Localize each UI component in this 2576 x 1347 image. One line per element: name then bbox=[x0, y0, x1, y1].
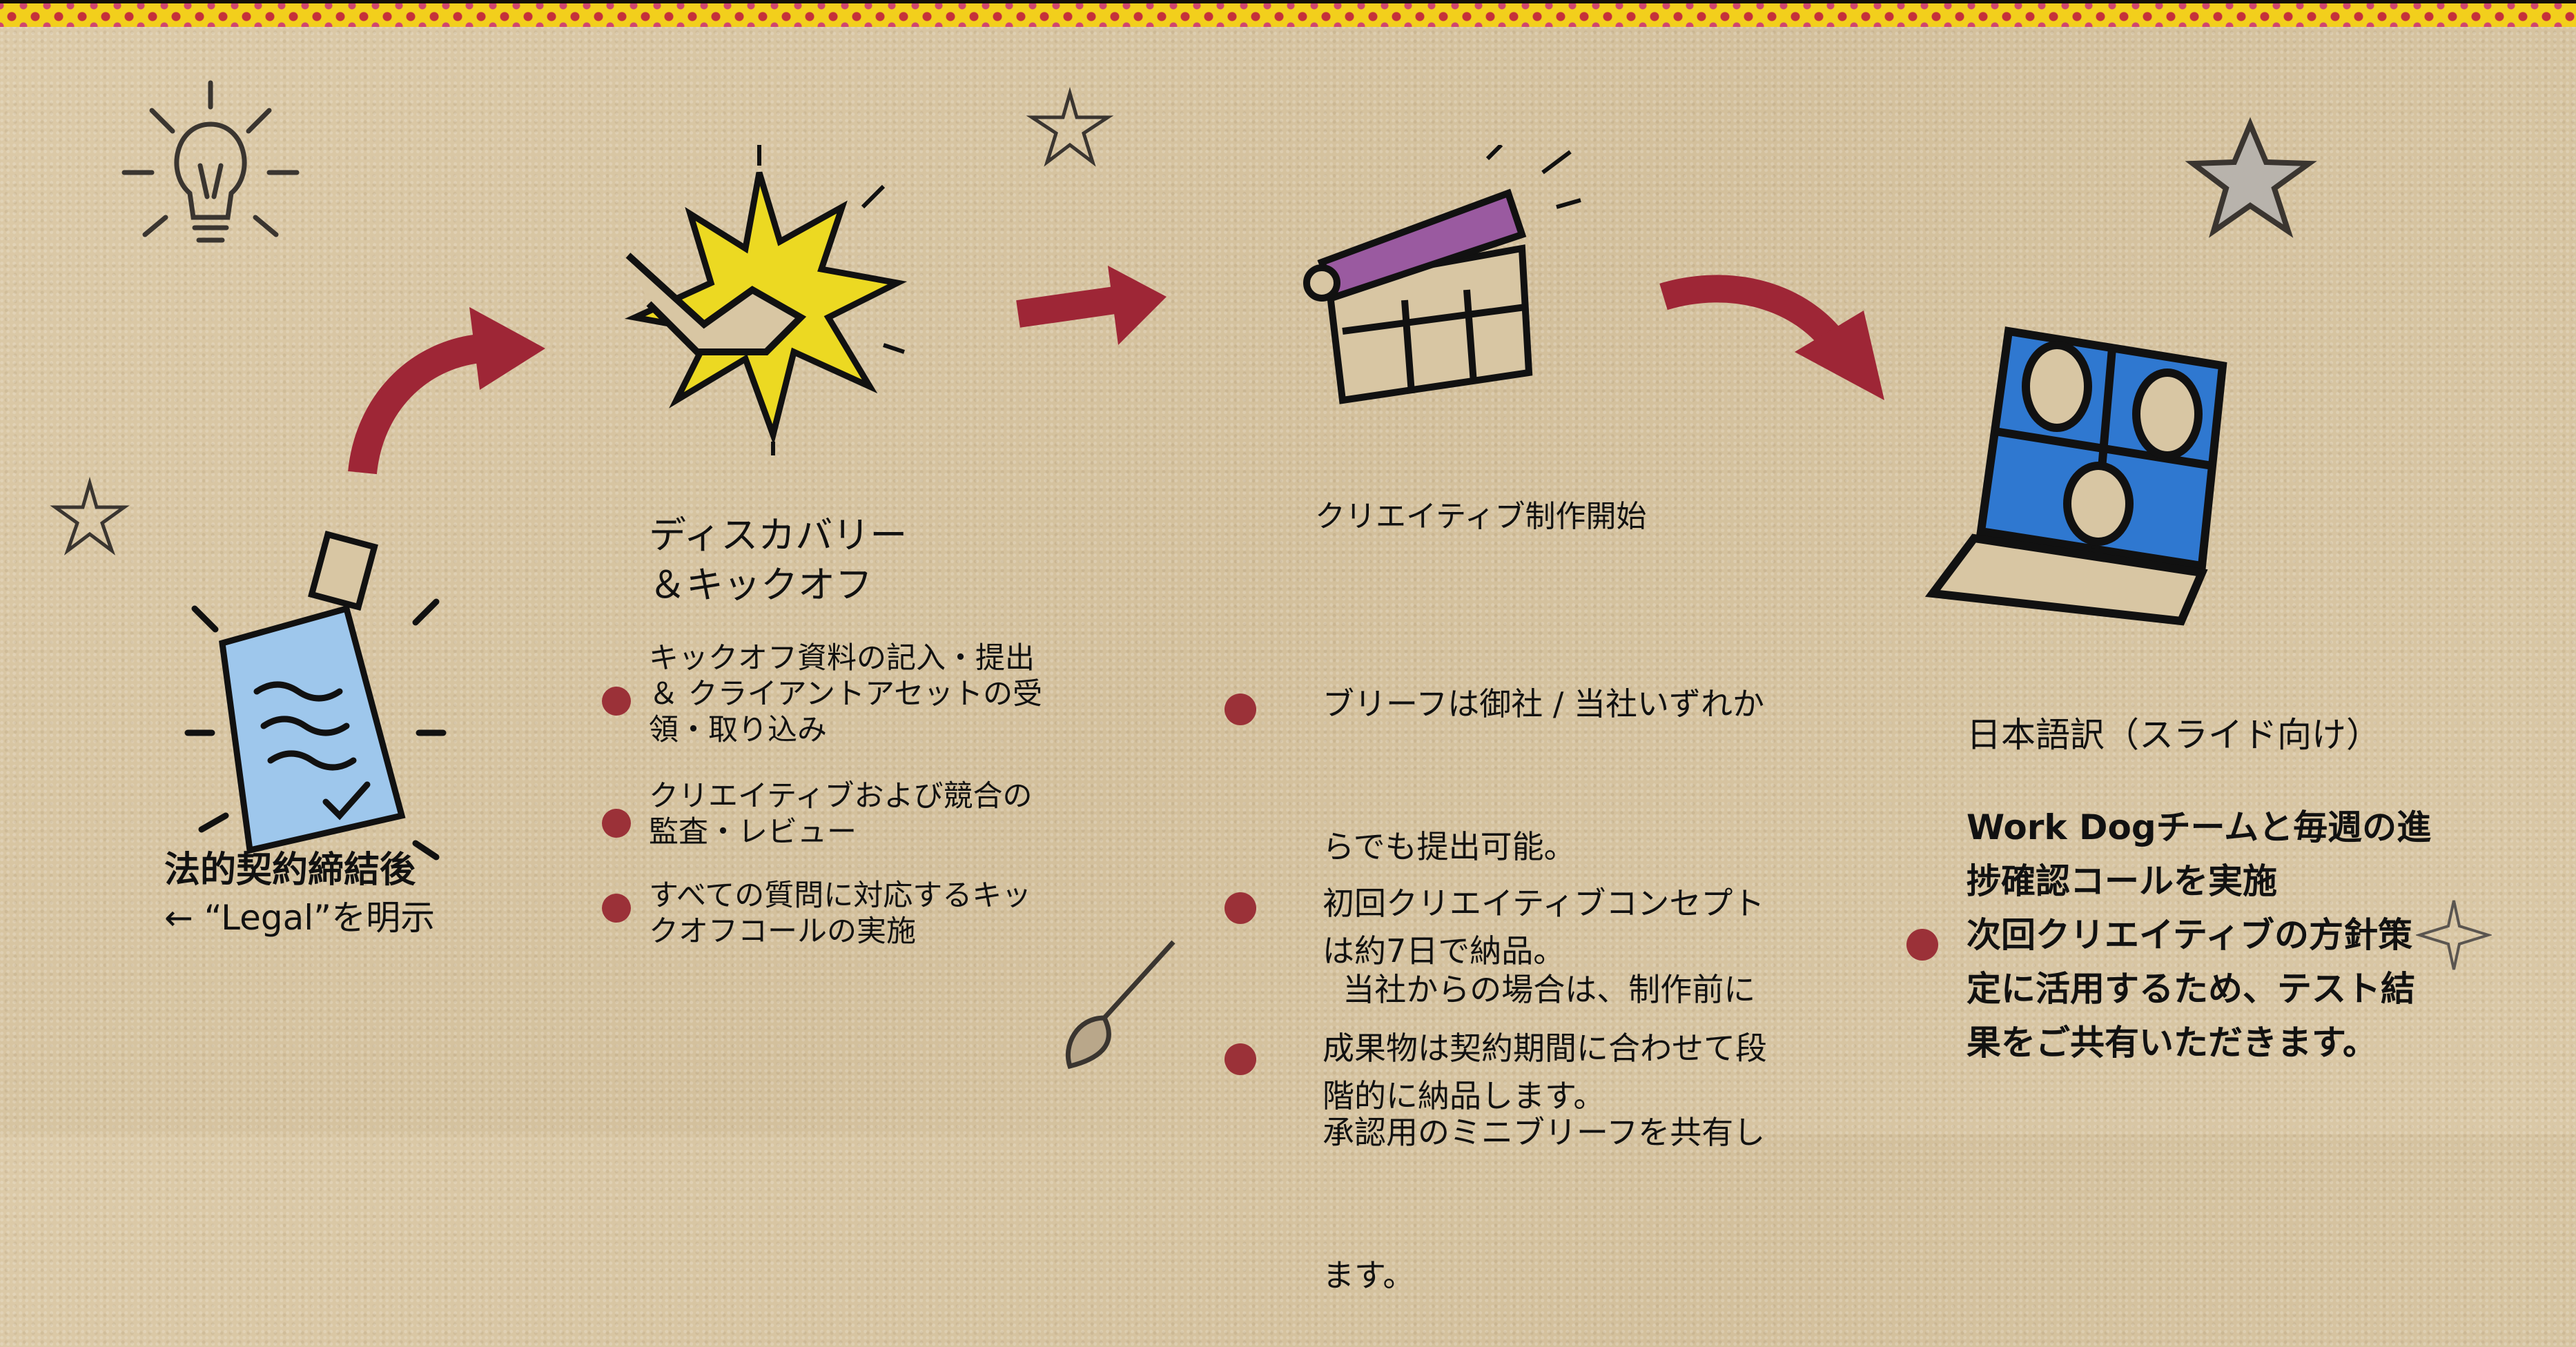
star-icon bbox=[2185, 117, 2317, 238]
bullet-line: 初回クリエイティブコンセプト bbox=[1323, 885, 1765, 922]
bullet-line: 当社からの場合は、制作前に bbox=[1323, 971, 1756, 1008]
step-legal-subtitle: ← “Legal”を明示 bbox=[164, 898, 436, 938]
bullet-dot bbox=[602, 687, 631, 716]
step-creative-title: クリエイティブ制作開始 bbox=[1315, 499, 1647, 534]
creative-bullet-2: 初回クリエイティブコンセプト は約7日で納品。 bbox=[1323, 880, 1764, 975]
bullet-line: らでも提出可能。 bbox=[1323, 828, 1576, 865]
bullet-line: ＆ クライアントアセットの受 bbox=[649, 677, 1043, 711]
bullet-dot bbox=[1906, 929, 1938, 961]
bullet-dot bbox=[1224, 1043, 1256, 1075]
lightbulb-icon bbox=[121, 80, 300, 243]
bullet-line: すべての質問に対応するキッ bbox=[649, 878, 1032, 913]
bullet-line: ブリーフは御社 / 当社いずれか bbox=[1323, 685, 1764, 722]
bullet-line: クリエイティブおよび競合の bbox=[649, 779, 1033, 814]
step-discovery-title: ディスカバリー ＆キックオフ bbox=[649, 511, 907, 610]
title-line: ディスカバリー bbox=[649, 513, 908, 557]
laptop-video-call-icon bbox=[1924, 326, 2227, 626]
curved-arrow-icon bbox=[348, 307, 545, 475]
creative-bullet-3: 成果物は契約期間に合わせて段 階的に納品します。 bbox=[1323, 1025, 1767, 1120]
bullet-dot bbox=[602, 809, 631, 838]
bullet-line: 領・取り込み bbox=[649, 713, 827, 747]
curved-arrow-icon bbox=[1659, 275, 1884, 400]
bullet-line: 監査・レビュー bbox=[649, 815, 857, 849]
discovery-bullet-2: クリエイティブおよび競合の 監査・レビュー bbox=[649, 778, 1033, 850]
sparkle-star-icon bbox=[1026, 86, 1114, 167]
body-line: Work Dogチームと毎週の進 bbox=[1967, 807, 2432, 847]
body-line: 捗確認コールを実施 bbox=[1967, 861, 2277, 901]
bullet-dot bbox=[1224, 694, 1256, 725]
step-legal-title: 法的契約締結後 bbox=[164, 849, 416, 891]
body-line: 果をご共有いただきます。 bbox=[1967, 1023, 2377, 1063]
contract-document-icon bbox=[184, 530, 447, 861]
translation-body: Work Dogチームと毎週の進 捗確認コールを実施 次回クリエイティブの方針策… bbox=[1967, 800, 2431, 1070]
body-line: 定に活用するため、テスト結 bbox=[1967, 969, 2415, 1009]
bullet-line: ます。 bbox=[1323, 1257, 1415, 1294]
bullet-line: キックオフ資料の記入・提出 bbox=[649, 641, 1035, 676]
handshake-burst-icon bbox=[625, 145, 908, 455]
sparkle-star-icon bbox=[2416, 900, 2492, 970]
bullet-line: は約7日で納品。 bbox=[1323, 932, 1565, 970]
bullet-dot bbox=[1224, 892, 1256, 924]
bullet-line: 階的に納品します。 bbox=[1323, 1077, 1606, 1114]
bullet-line: 成果物は契約期間に合わせて段 bbox=[1323, 1030, 1767, 1067]
body-line: 次回クリエイティブの方針策 bbox=[1967, 915, 2412, 955]
decorative-top-band bbox=[0, 0, 2576, 27]
title-line: ＆キックオフ bbox=[649, 563, 872, 607]
step-translation-title: 日本語訳（スライド向け） bbox=[1967, 715, 2381, 755]
clapperboard-icon bbox=[1303, 145, 1581, 404]
sparkle-star-icon bbox=[50, 476, 130, 555]
discovery-bullet-1: キックオフ資料の記入・提出 ＆ クライアントアセットの受 領・取り込み bbox=[649, 640, 1042, 748]
straight-arrow-icon bbox=[1016, 266, 1167, 345]
bullet-dot bbox=[602, 894, 631, 923]
bullet-line: クオフコールの実施 bbox=[649, 914, 916, 949]
discovery-bullet-3: すべての質問に対応するキッ クオフコールの実施 bbox=[649, 878, 1031, 950]
paintbrush-icon bbox=[1065, 940, 1175, 1070]
